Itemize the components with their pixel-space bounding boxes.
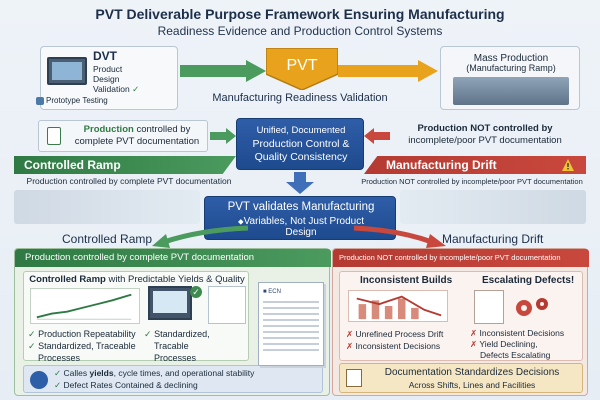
drift-card: Inconsistent Builds Escalating Defects! …: [339, 271, 583, 361]
factory-icon: [453, 77, 569, 105]
drift-footer: Documentation Standardizes Decisions Acr…: [339, 363, 583, 393]
production-not-controlled-box: Production NOT controlled by incomplete/…: [408, 123, 562, 146]
trend-chart-icon: [30, 288, 140, 324]
production-controlled-box: Production controlled by complete PVT do…: [38, 120, 208, 152]
drift-bullets-right: ✗ Inconsistent Decisions ✗ Yield Declini…: [470, 328, 565, 360]
curved-arrow-icon: [152, 225, 249, 248]
factory-line-image: [400, 190, 586, 224]
manufacturing-readiness-label: Manufacturing Readiness Validation: [212, 92, 388, 104]
pvt-validates-box: PVT validates Manufacturing ⬥Variables, …: [204, 196, 396, 240]
dvt-title: DVT: [93, 49, 117, 63]
gauge-icon: [30, 371, 48, 389]
drift-panel-header: Production NOT controlled by incomplete/…: [333, 249, 589, 267]
pvt-badge-label: PVT: [286, 57, 317, 74]
chip-icon: [36, 97, 44, 105]
controlled-caption: Production controlled by complete PVT do…: [26, 176, 232, 186]
arrow-down-icon: [286, 172, 314, 194]
ecn-document-image: ■ ECN: [258, 282, 324, 366]
monitor-icon: [148, 286, 192, 320]
controlled-ramp-banner: Controlled Ramp: [14, 156, 236, 174]
clipboard-icon: [208, 286, 246, 324]
drift-bullets-left: ✗ Unrefined Process Drift ✗ Inconsistent…: [346, 329, 444, 351]
controlled-ramp-label: Controlled Ramp: [62, 232, 153, 246]
arrow-right-icon: [180, 60, 266, 82]
warning-icon: [562, 159, 574, 171]
ecn-document-label: ■ ECN: [263, 289, 281, 295]
manufacturing-drift-label: Manufacturing Drift: [442, 232, 544, 246]
controlled-panel: Production controlled by complete PVT do…: [14, 248, 331, 396]
check-icon: ✓: [190, 286, 202, 298]
page-title: PVT Deliverable Purpose Framework Ensuri…: [95, 6, 505, 22]
dvt-description: Product Design Validation ✓: [93, 64, 140, 94]
curved-arrow-icon: [353, 225, 446, 248]
clipboard-icon: [474, 290, 504, 324]
mass-title: Mass Production: [473, 53, 549, 64]
drift-panel: Production NOT controlled by incomplete/…: [332, 248, 589, 396]
controlled-panel-header: Production controlled by complete PVT do…: [15, 249, 331, 267]
arrow-left-icon: [364, 128, 390, 144]
drift-caption: Production NOT controlled by incomplete/…: [361, 177, 583, 186]
unified-control-box: Unified, Documented Production Control &…: [236, 118, 364, 170]
dvt-box: DVT Product Design Validation ✓: [40, 46, 178, 110]
checklist-icon: [346, 369, 362, 387]
prototype-label: Prototype Testing: [46, 96, 108, 105]
pvt-badge: PVT: [266, 48, 338, 90]
controlled-ramp-card: Controlled Ramp with Predictable Yields …: [23, 271, 249, 363]
manufacturing-drift-banner: Manufacturing Drift: [364, 156, 586, 174]
page-subtitle: Readiness Evidence and Production Contro…: [157, 24, 443, 38]
mass-production-box: Mass Production (Manufacturing Ramp): [440, 46, 580, 110]
controlled-footer: ✓ Calles yields, cycle times, and operat…: [23, 365, 323, 393]
arrow-right-icon: [210, 128, 236, 144]
controlled-bullets-left: ✓ Production Repeatability ✓ Standardize…: [28, 329, 136, 363]
arrow-right-icon: [338, 60, 438, 82]
document-icon: [47, 127, 61, 145]
mass-sub: (Manufacturing Ramp): [466, 63, 556, 73]
monitor-icon: [47, 57, 87, 85]
gear-icon: [516, 298, 548, 316]
controlled-bullets-right: ✓ Standardized, Tracable Processes: [144, 329, 210, 363]
declining-chart-icon: [348, 290, 448, 322]
dashboard-image: [14, 190, 200, 224]
